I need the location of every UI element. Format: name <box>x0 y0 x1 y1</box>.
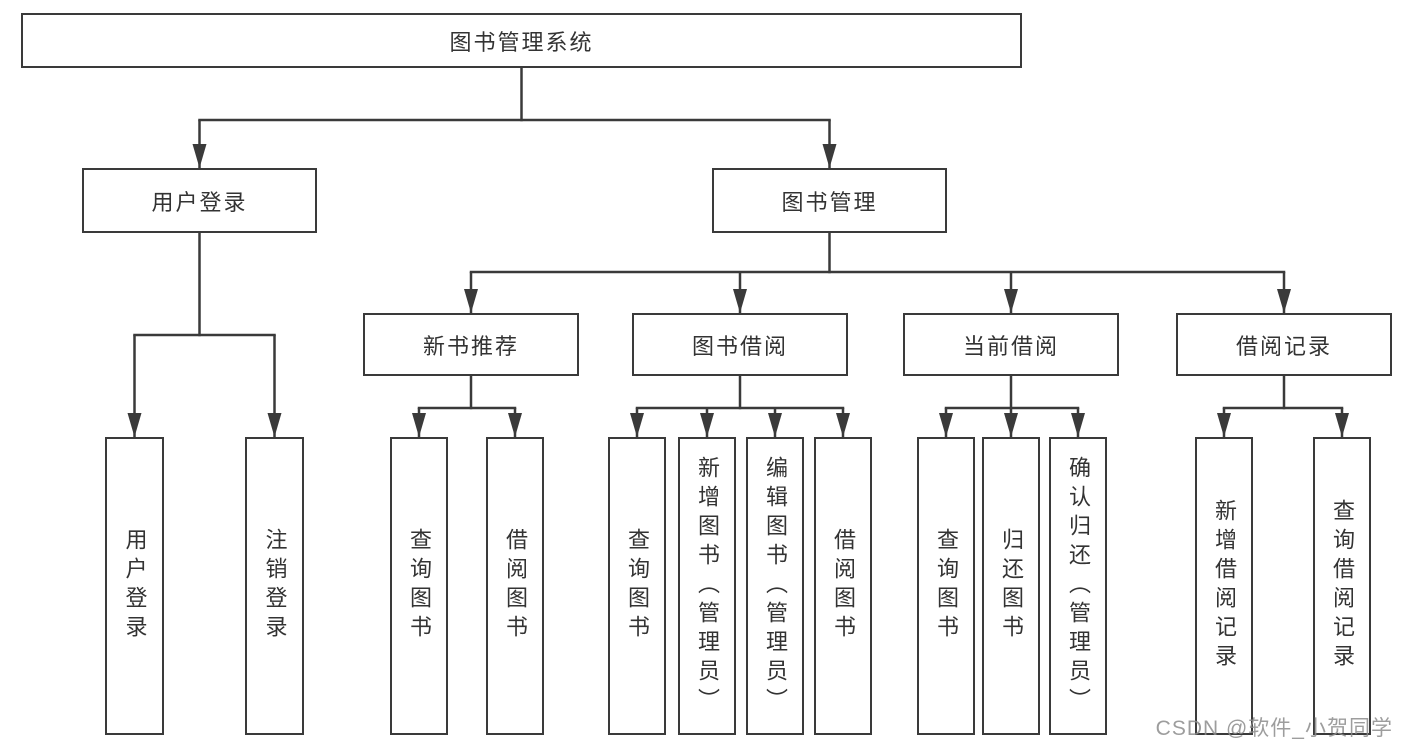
node-book-management: 图书管理 <box>712 168 947 233</box>
leaf-add-borrow-record: 新增借阅记录 <box>1195 437 1253 735</box>
leaf-edit-book-admin-label: 编辑图书（管理员） <box>763 455 788 717</box>
leaf-add-book-admin-label: 新增图书（管理员） <box>695 455 720 717</box>
leaf-user-login-label: 用户登录 <box>122 528 148 644</box>
node-new-book-recommend: 新书推荐 <box>363 313 579 376</box>
node-book-borrow-label: 图书借阅 <box>691 333 788 359</box>
leaf-query-book-recommend: 查询图书 <box>390 437 448 735</box>
leaf-edit-book-admin: 编辑图书（管理员） <box>746 437 804 735</box>
leaf-query-book-recommend-label: 查询图书 <box>407 528 432 644</box>
leaf-user-login: 用户登录 <box>105 437 164 735</box>
node-book-borrow: 图书借阅 <box>632 313 848 376</box>
leaf-query-book-borrow-label: 查询图书 <box>625 528 650 644</box>
leaf-borrow-book-label: 借阅图书 <box>831 528 856 644</box>
leaf-add-book-admin: 新增图书（管理员） <box>678 437 736 735</box>
node-borrow-records: 借阅记录 <box>1176 313 1392 376</box>
leaf-borrow-book-recommend-label: 借阅图书 <box>503 528 528 644</box>
node-user-login-label: 用户登录 <box>151 189 248 215</box>
leaf-query-borrow-record: 查询借阅记录 <box>1313 437 1371 735</box>
node-root: 图书管理系统 <box>21 13 1022 68</box>
leaf-borrow-book: 借阅图书 <box>814 437 872 735</box>
leaf-confirm-return-admin: 确认归还（管理员） <box>1049 437 1107 735</box>
leaf-confirm-return-admin-label: 确认归还（管理员） <box>1066 455 1091 717</box>
node-current-borrow-label: 当前借阅 <box>962 333 1059 359</box>
leaf-query-book-current-label: 查询图书 <box>934 528 959 644</box>
leaf-query-borrow-record-label: 查询借阅记录 <box>1330 499 1355 673</box>
leaf-return-book-label: 归还图书 <box>999 528 1024 644</box>
leaf-logout-label: 注销登录 <box>262 528 288 644</box>
node-current-borrow: 当前借阅 <box>903 313 1119 376</box>
leaf-query-book-borrow: 查询图书 <box>608 437 666 735</box>
node-borrow-records-label: 借阅记录 <box>1235 333 1332 359</box>
node-book-management-label: 图书管理 <box>781 189 878 215</box>
leaf-logout: 注销登录 <box>245 437 304 735</box>
leaf-query-book-current: 查询图书 <box>917 437 975 735</box>
leaf-borrow-book-recommend: 借阅图书 <box>486 437 544 735</box>
watermark: CSDN @软件_小贺同学 <box>1155 717 1393 740</box>
leaf-return-book: 归还图书 <box>982 437 1040 735</box>
node-new-book-recommend-label: 新书推荐 <box>422 333 519 359</box>
leaf-add-borrow-record-label: 新增借阅记录 <box>1212 499 1237 673</box>
node-root-label: 图书管理系统 <box>449 29 594 55</box>
node-user-login: 用户登录 <box>82 168 317 233</box>
